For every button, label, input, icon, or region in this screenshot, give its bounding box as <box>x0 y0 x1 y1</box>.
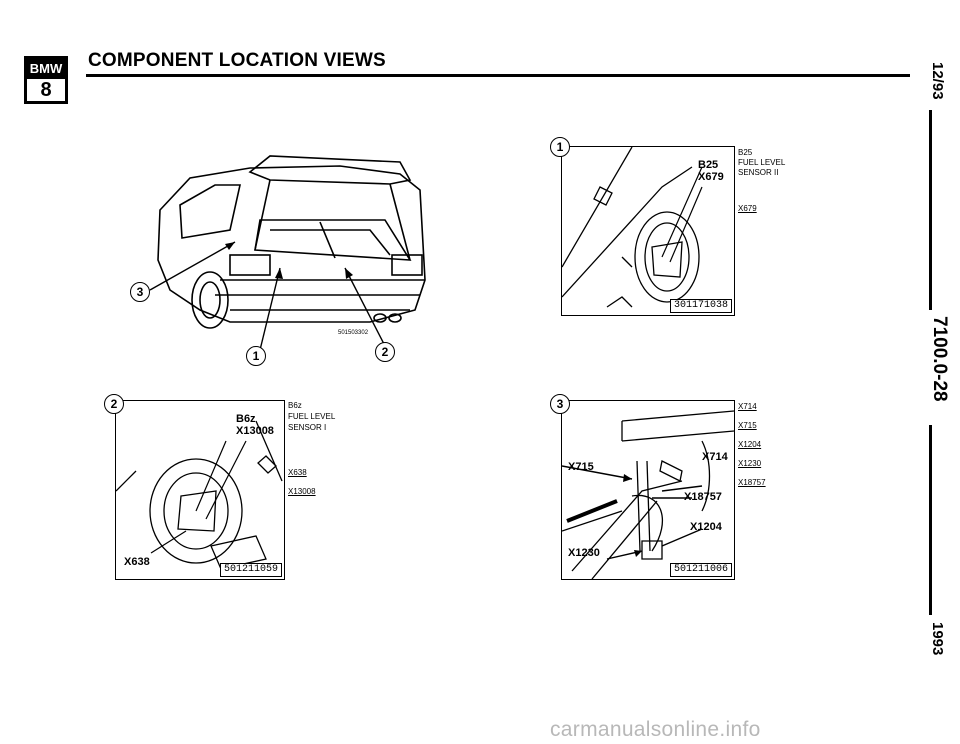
side-divider-bottom <box>929 425 932 615</box>
panel-1-label-x679: X679 <box>698 171 724 183</box>
panel-3-label-x714: X714 <box>702 451 728 463</box>
watermark: carmanualsonline.info <box>550 718 761 741</box>
panel-2-label-x638: X638 <box>124 556 150 568</box>
car-image-code: 501503302 <box>338 330 369 336</box>
panel-3-note-x1230: X1230 <box>738 459 762 468</box>
panel-1-note-x679: X679 <box>738 204 757 213</box>
callout-1: 1 <box>246 346 266 366</box>
panel-1-image-code: 301171038 <box>669 299 732 313</box>
side-section-code: 7100.0-28 <box>929 316 950 402</box>
panel-1-note-sensor: SENSOR II <box>738 168 779 177</box>
car-rear-view: 3 1 2 501503302 <box>120 150 440 380</box>
panel-1-note-b25: B25 <box>738 148 753 157</box>
callout-2: 2 <box>375 342 395 362</box>
panel-2-note-fuel-level: FUEL LEVEL <box>288 412 336 421</box>
panel-2-note-x13008: X13008 <box>288 487 316 496</box>
panel-1-note-fuel-level: FUEL LEVEL <box>738 158 786 167</box>
detail-panel-2: B6z X13008 X638 501211059 <box>115 400 285 580</box>
panel-3-note-x18757: X18757 <box>738 478 766 487</box>
panel-3-label-x18757: X18757 <box>684 491 722 503</box>
panel-3-image-code: 501211006 <box>669 563 732 577</box>
car-illustration <box>149 155 426 351</box>
panel-3-note-x715: X715 <box>738 421 757 430</box>
panel-3-label-x1204: X1204 <box>690 521 722 533</box>
panel-3-note-x714: X714 <box>738 402 757 411</box>
panel-3-number: 3 <box>550 394 570 414</box>
panel-1-illustration <box>562 147 703 308</box>
panel-2-number: 2 <box>104 394 124 414</box>
panel-3-note-x1204: X1204 <box>738 440 762 449</box>
detail-panel-1: B25 X679 301171038 <box>561 146 735 316</box>
callout-3: 3 <box>130 282 150 302</box>
panel-2-image-code: 501211059 <box>219 563 282 577</box>
logo-brand-text: BMW <box>27 59 65 79</box>
side-divider-top <box>929 110 932 310</box>
header-rule <box>86 74 910 77</box>
panel-1-number: 1 <box>550 137 570 157</box>
panel-3-label-x715: X715 <box>568 461 594 473</box>
panel-3-illustration <box>562 410 734 579</box>
panel-1-label-b25: B25 <box>698 159 719 171</box>
panel-2-note-x638: X638 <box>288 468 307 477</box>
logo-series-text: 8 <box>40 79 52 101</box>
side-year: 1993 <box>929 622 946 656</box>
panel-3-label-x1230: X1230 <box>568 547 600 559</box>
panel-2-note-b6z: B6z <box>288 401 302 410</box>
bmw-logo: BMW 8 <box>24 56 68 104</box>
panel-2-label-b6z: B6z <box>236 413 256 425</box>
detail-panel-3: X715 X714 X18757 X1204 X1230 501211006 <box>561 400 735 580</box>
panel-2-label-x13008: X13008 <box>236 425 274 437</box>
panel-2-illustration <box>116 420 283 570</box>
side-date: 12/93 <box>929 62 946 100</box>
page-title: COMPONENT LOCATION VIEWS <box>88 50 386 71</box>
panel-2-note-sensor: SENSOR I <box>288 423 327 432</box>
